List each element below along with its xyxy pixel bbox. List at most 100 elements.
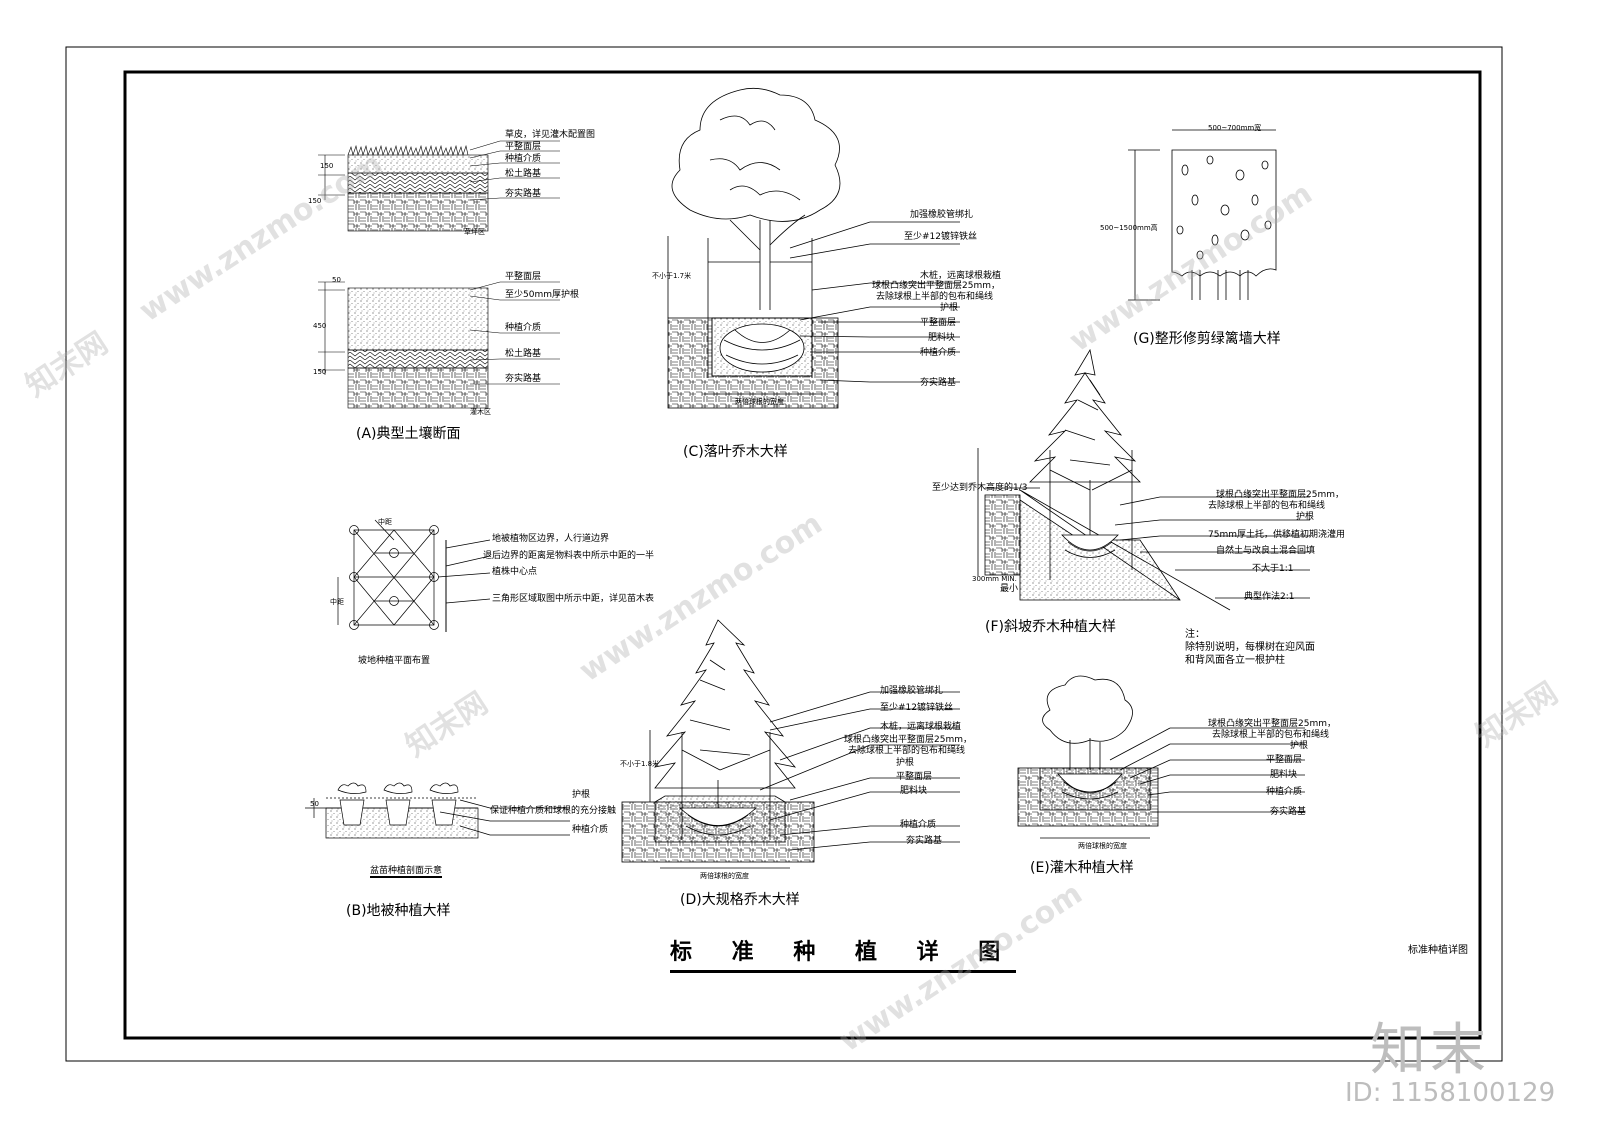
pot-planting-section bbox=[305, 782, 570, 839]
pot-label-2: 保证种植介质和球根的充分接触 bbox=[490, 806, 617, 816]
d-height-note: 不小于1.8米 bbox=[620, 760, 660, 768]
shrub-label-5: 夯实路基 bbox=[505, 374, 542, 384]
c-label-7: 平整面层 bbox=[920, 318, 957, 328]
pot-caption: 盆苗种植剖面示意 bbox=[370, 866, 443, 878]
f-label-3: 护根 bbox=[1296, 512, 1315, 522]
d-label-8: 肥料块 bbox=[900, 786, 928, 796]
hedge-wall-elevation bbox=[1128, 129, 1277, 301]
f-label-6: 不大于1:1 bbox=[1252, 564, 1294, 574]
lawn-dim-1: 150 bbox=[320, 162, 334, 170]
lawn-label-3: 种植介质 bbox=[505, 154, 542, 164]
e-label-6: 种植介质 bbox=[1266, 787, 1303, 797]
shrub-label-3: 种植介质 bbox=[505, 323, 542, 333]
d-label-7: 平整面层 bbox=[896, 772, 933, 782]
panel-a-shrub-section bbox=[318, 281, 560, 409]
panel-c-caption: (C)落叶乔木大样 bbox=[683, 444, 788, 460]
sheet-name: 标准种植详图 bbox=[1408, 945, 1468, 956]
inner-frame bbox=[123, 70, 1482, 1040]
lawn-label-2: 平整面层 bbox=[505, 142, 542, 152]
c-label-9: 种植介质 bbox=[920, 348, 957, 358]
d-label-9: 种植介质 bbox=[900, 820, 937, 830]
panel-b-caption: (B)地被种植大样 bbox=[346, 903, 451, 919]
f-label-5: 自然土与改良土混合回填 bbox=[1216, 546, 1316, 556]
f-label-2: 去除球根上半部的包布和绳线 bbox=[1208, 501, 1326, 511]
c-label-5: 去除球根上半部的包布和绳线 bbox=[876, 292, 994, 302]
c-label-10: 夯实路基 bbox=[920, 378, 957, 388]
shrub-planting-section bbox=[1017, 675, 1305, 839]
pot-label-3: 种植介质 bbox=[572, 825, 609, 835]
f-note-title: 注： bbox=[1185, 629, 1205, 640]
e-label-7: 夯实路基 bbox=[1270, 807, 1307, 817]
d-label-5: 去除球根上半部的包布和绳线 bbox=[848, 746, 966, 756]
d-width-note: 两倍球根的宽度 bbox=[700, 872, 749, 880]
f-note: 注： 除特别说明，每棵树在迎风面 和背风面各立一根护柱 bbox=[1185, 628, 1315, 667]
lawn-label-1: 草皮，详见灌木配置图 bbox=[505, 130, 596, 140]
watermark-id: ID: 1158100129 bbox=[1345, 1078, 1556, 1108]
shrub-zone-label: 灌木区 bbox=[470, 408, 491, 416]
c-label-1: 加强橡胶管绑扎 bbox=[910, 210, 974, 220]
shrub-label-4: 松土路基 bbox=[505, 349, 542, 359]
f-note-line-1: 除特别说明，每棵树在迎风面 bbox=[1185, 642, 1315, 653]
shrub-label-1: 平整面层 bbox=[505, 272, 542, 282]
c-label-4: 球根凸缘突出平整面层25mm， bbox=[872, 281, 1000, 291]
outer-frame bbox=[65, 46, 1503, 1062]
c-label-8: 肥料块 bbox=[928, 333, 956, 343]
f-label-7: 典型作法2:1 bbox=[1244, 592, 1295, 602]
deciduous-tree-section bbox=[667, 87, 960, 409]
c-label-6: 护根 bbox=[940, 303, 959, 313]
c-width-note: 两倍球根的宽度 bbox=[735, 398, 784, 406]
f-top-note: 至少达到乔木高度的1/3 bbox=[932, 483, 1028, 493]
d-label-1: 加强橡胶管绑扎 bbox=[880, 686, 944, 696]
e-label-1: 球根凸缘突出平整面层25mm， bbox=[1208, 719, 1336, 729]
grid-caption: 坡地种植平面布置 bbox=[358, 656, 431, 666]
d-label-3: 木桩，远离球根栽植 bbox=[880, 722, 962, 732]
e-width-note: 两倍球根的宽度 bbox=[1078, 842, 1127, 850]
pot-label-1: 护根 bbox=[572, 790, 591, 800]
f-label-1: 球根凸缘突出平整面层25mm， bbox=[1216, 490, 1344, 500]
f-note-line-2: 和背风面各立一根护柱 bbox=[1185, 655, 1285, 666]
slope-tree-section bbox=[977, 348, 1310, 611]
d-label-10: 夯实路基 bbox=[906, 836, 943, 846]
f-min-word: 最小 bbox=[1000, 584, 1019, 594]
f-min-note: 300mm MIN. bbox=[972, 575, 1017, 583]
panel-a-caption: (A)典型土壤断面 bbox=[356, 426, 461, 442]
d-label-4: 球根凸缘突出平整面层25mm， bbox=[844, 735, 972, 745]
panel-d-caption: (D)大规格乔木大样 bbox=[680, 892, 800, 908]
lawn-label-4: 松土路基 bbox=[505, 169, 542, 179]
plant-center-points bbox=[349, 525, 439, 630]
e-label-4: 平整面层 bbox=[1266, 755, 1303, 765]
grid-dim-top: 中距 bbox=[378, 518, 392, 526]
panel-g-caption: (G)整形修剪绿篱墙大样 bbox=[1133, 331, 1281, 347]
grid-label-2: 退后边界的距离是物料表中所示中距的一半 bbox=[483, 551, 655, 561]
shrub-dim-3: 150 bbox=[313, 368, 327, 376]
g-width-dim: 500~700mm宽 bbox=[1208, 124, 1262, 132]
lawn-dim-2: 150 bbox=[308, 197, 322, 205]
grid-dim-left: 中距 bbox=[330, 598, 344, 606]
large-tree-section bbox=[621, 619, 960, 869]
grid-label-4: 三角形区域取图中所示中距，详见苗木表 bbox=[492, 594, 655, 604]
triangular-planting-grid bbox=[337, 519, 491, 632]
drawing-title: 标 准 种 植 详 图 bbox=[670, 934, 1017, 973]
c-label-3: 木桩，远离球根栽植 bbox=[920, 271, 1002, 281]
g-height-dim: 500~1500mm高 bbox=[1100, 224, 1158, 232]
panel-a-lawn-section bbox=[318, 140, 560, 232]
grid-label-1: 地被植物区边界，人行道边界 bbox=[492, 534, 610, 544]
c-label-2: 至少#12镀锌铁丝 bbox=[904, 232, 977, 242]
shrub-dim-2: 450 bbox=[313, 322, 327, 330]
f-label-4: 75mm厚土托，供移植初期浇灌用 bbox=[1208, 530, 1345, 540]
shrub-label-2: 至少50mm厚护根 bbox=[505, 290, 579, 300]
e-label-2: 去除球根上半部的包布和绳线 bbox=[1212, 730, 1330, 740]
pot-dim: 50 bbox=[310, 800, 319, 808]
d-label-2: 至少#12镀锌铁丝 bbox=[880, 703, 953, 713]
lawn-label-5: 夯实路基 bbox=[505, 189, 542, 199]
d-label-6: 护根 bbox=[896, 758, 915, 768]
lawn-zone-label: 草坪区 bbox=[464, 228, 485, 236]
panel-f-caption: (F)斜坡乔木种植大样 bbox=[985, 619, 1116, 635]
c-height-note: 不小于1.7米 bbox=[652, 272, 692, 280]
e-label-3: 护根 bbox=[1290, 741, 1309, 751]
panel-e-caption: (E)灌木种植大样 bbox=[1030, 860, 1134, 876]
watermark-logo: 知末 bbox=[1370, 1018, 1490, 1083]
e-label-5: 肥料块 bbox=[1270, 770, 1298, 780]
grid-label-3: 植株中心点 bbox=[492, 567, 538, 577]
